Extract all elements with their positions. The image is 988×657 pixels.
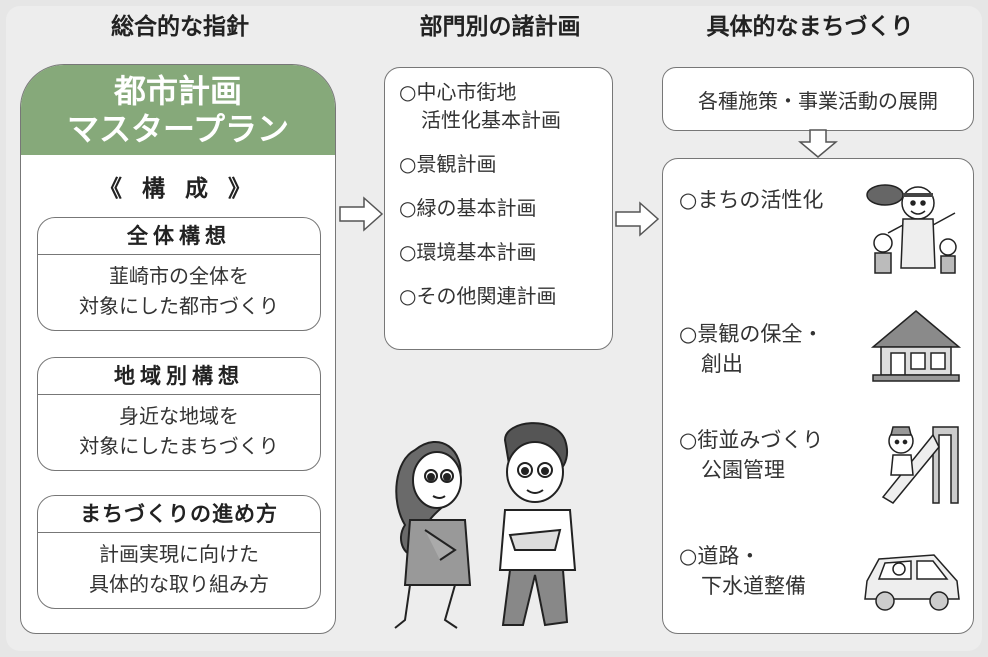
section-line: 身近な地域を — [119, 404, 239, 428]
section-title: まちづくりの進め方 — [38, 496, 320, 533]
section-how-to-proceed: まちづくりの進め方 計画実現に向けた 具体的な取り組み方 — [37, 495, 321, 609]
section-line: 計画実現に向けた — [99, 542, 259, 566]
section-body: 計画実現に向けた 具体的な取り組み方 — [38, 533, 320, 599]
section-title: 全体構想 — [38, 218, 320, 255]
car-icon — [864, 554, 960, 611]
activity-label: ○街並みづくり — [679, 428, 824, 452]
structure-label: 《 構 成 》 — [98, 176, 258, 202]
activity-item: ○街並みづくり 公園管理 — [679, 425, 823, 485]
traditional-house-icon — [870, 310, 962, 382]
activity-label-cont: 公園管理 — [701, 458, 785, 482]
activity-label: ○景観の保全・ — [679, 322, 824, 346]
section-line: 対象にした都市づくり — [79, 294, 279, 318]
plan-item: ○その他関連計画 — [399, 284, 557, 308]
activity-label-cont: 創出 — [701, 352, 743, 376]
section-line: 具体的な取り組み方 — [89, 572, 269, 596]
section-body: 韮崎市の全体を 対象にした都市づくり — [38, 255, 320, 321]
festival-people-icon — [866, 184, 957, 274]
activity-item: ○景観の保全・ 創出 — [679, 319, 823, 379]
plan-label-cont: 活性化基本計画 — [421, 108, 561, 132]
section-title: 地域別構想 — [38, 358, 320, 395]
down-arrow-icon — [798, 129, 838, 158]
child-slide-icon — [881, 426, 959, 504]
activity-label: ○まちの活性化 — [679, 188, 824, 212]
right-arrow-icon — [615, 201, 660, 237]
master-plan-title-line1: 都市計画 — [113, 72, 242, 110]
activity-item: ○まちの活性化 — [679, 185, 823, 215]
plans-list: ○中心市街地 活性化基本計画 ○景観計画 ○緑の基本計画 ○環境基本計画 ○その… — [385, 68, 612, 310]
section-line: 韮崎市の全体を — [109, 264, 249, 288]
activity-item: ○道路・ 下水道整備 — [679, 541, 806, 601]
section-body: 身近な地域を 対象にしたまちづくり — [38, 395, 320, 461]
sector-plans-panel: ○中心市街地 活性化基本計画 ○景観計画 ○緑の基本計画 ○環境基本計画 ○その… — [384, 67, 613, 350]
section-regional-concept: 地域別構想 身近な地域を 対象にしたまちづくり — [37, 357, 321, 471]
plan-label: ○中心市街地 — [399, 80, 517, 104]
master-plan-title-line2: マスタープラン — [66, 110, 290, 148]
heading-concrete-town: 具体的なまちづくり — [706, 14, 914, 40]
activity-label-cont: 下水道整備 — [701, 574, 806, 598]
plan-item: ○緑の基本計画 — [399, 196, 537, 220]
plan-item: ○中心市街地 活性化基本計画 — [399, 78, 612, 134]
section-line: 対象にしたまちづくり — [79, 434, 279, 458]
master-plan-title: 都市計画 マスタープラン — [21, 65, 335, 155]
section-overall-concept: 全体構想 韮崎市の全体を 対象にした都市づくり — [37, 217, 321, 331]
right-arrow-icon — [339, 196, 384, 232]
plan-item: ○景観計画 — [399, 152, 497, 176]
two-people-illustration — [394, 422, 577, 629]
town-development-panel: ○まちの活性化 ○景観の保全・ 創出 ○街並みづくり 公園管理 ○道路・ 下水道… — [662, 158, 974, 634]
measures-box: 各種施策・事業活動の展開 — [662, 67, 974, 131]
activity-label: ○道路・ — [679, 544, 761, 568]
plan-item: ○環境基本計画 — [399, 240, 537, 264]
heading-general-guideline: 総合的な指針 — [111, 14, 249, 40]
master-plan-panel: 都市計画 マスタープラン 《 構 成 》 全体構想 韮崎市の全体を 対象にした都… — [20, 64, 336, 634]
heading-sector-plans: 部門別の諸計画 — [419, 14, 581, 40]
